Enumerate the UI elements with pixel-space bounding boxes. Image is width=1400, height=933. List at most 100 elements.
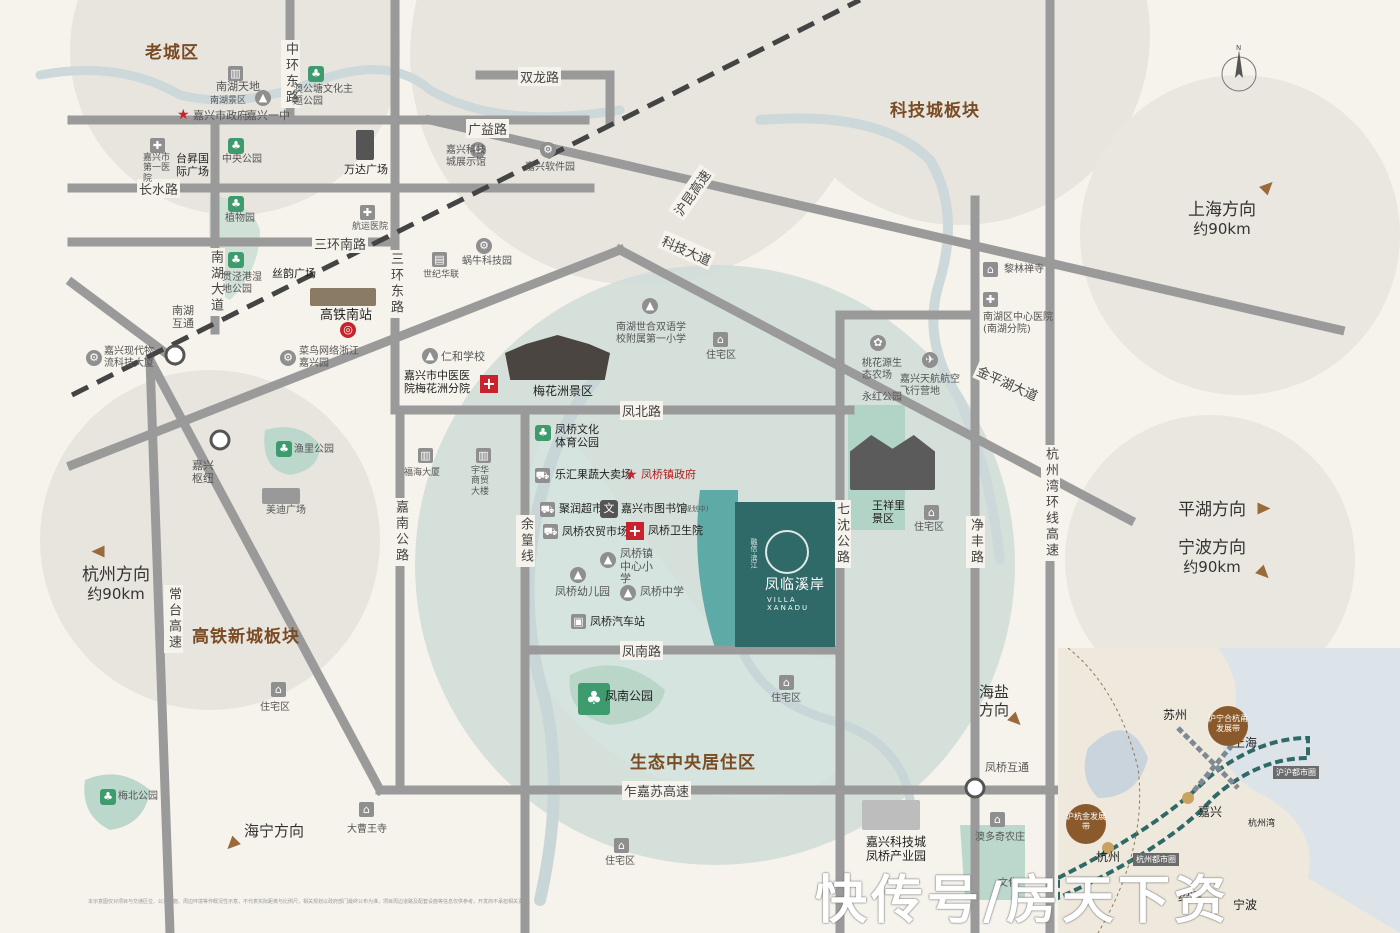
poi-library: 嘉兴市图书馆 bbox=[621, 502, 687, 515]
road-label-yuxin: 余篁线 bbox=[516, 515, 535, 567]
inset-city-shaoxing: 绍兴 bbox=[1178, 890, 1203, 904]
poi-nanhu-hospital: 南湖区中心医院(南湖分院) bbox=[983, 312, 1053, 335]
poi-jiaxing-gov: 嘉兴市政府 bbox=[193, 109, 248, 122]
building-icon: ▥ bbox=[418, 448, 433, 463]
project-brand: 融信·滨江 bbox=[750, 538, 759, 569]
inset-city-suzhou: 苏州 bbox=[1163, 708, 1188, 722]
poi-lehui-market: 乐汇果蔬大卖场 bbox=[555, 468, 632, 481]
poi-hangxiang: 航运医院 bbox=[352, 222, 389, 232]
river-2 bbox=[522, 374, 601, 906]
poi-shijihe-school: 南湖世合双语学校附属第一小学 bbox=[616, 322, 686, 345]
interchange-nanhu bbox=[164, 344, 186, 366]
road-label-changtai: 常台高速 bbox=[164, 585, 183, 653]
direction-haiyan: 海盐方向 bbox=[978, 683, 1009, 719]
poi-taohuayuan: 桃花源生态农场 bbox=[862, 358, 902, 381]
project-block[interactable]: 凤临溪岸 VILLA XANADU bbox=[735, 502, 835, 647]
poi-central-park: 中央公园 bbox=[222, 154, 262, 165]
house-icon: ⌂ bbox=[779, 675, 794, 690]
plane-icon: ✈ bbox=[922, 352, 938, 368]
poi-residential-3: 住宅区 bbox=[914, 522, 944, 533]
inset-city-hangzhou: 杭州 bbox=[1096, 850, 1121, 864]
road-label-hangzhou-bay: 杭州湾环线高速 bbox=[1041, 445, 1060, 561]
logistics-icon: ⚙ bbox=[86, 350, 102, 366]
poi-aogong: 澳公塘文化主题公园 bbox=[293, 84, 353, 107]
poi-nanhu-scenic: 南湖景区 bbox=[210, 96, 247, 106]
inset-band-2: 杭州都市圈 bbox=[1133, 853, 1179, 866]
road-label-zhonghuan-east: 中环东路 bbox=[281, 40, 300, 108]
poi-kjc-industry: 嘉兴科技城凤桥产业园 bbox=[866, 835, 927, 863]
halo-hsr bbox=[40, 370, 380, 710]
green-yuli bbox=[264, 427, 320, 475]
park-tree-icon: ♣ bbox=[100, 789, 116, 805]
school-icon: ▲ bbox=[255, 90, 271, 106]
poi-yonghong: 永红公园 bbox=[862, 392, 902, 403]
poi-jiaxing-hub: 嘉兴枢纽 bbox=[192, 459, 214, 485]
watermark-text: 快传号/房天下资 bbox=[815, 871, 1230, 931]
poi-nongmao: 凤桥农贸市场 bbox=[562, 525, 628, 538]
poi-century: 世纪华联 bbox=[423, 270, 460, 280]
project-name: 凤临溪岸 bbox=[765, 577, 825, 593]
road-label-jianan: 嘉南公路 bbox=[391, 498, 410, 566]
direction-ningbo: 宁波方向约90km bbox=[1178, 538, 1246, 577]
project-en-name: VILLA XANADU bbox=[767, 596, 810, 612]
park-tree-icon: ♣ bbox=[276, 441, 292, 457]
station-building-icon bbox=[310, 288, 376, 306]
hospital-cross-icon: ✚ bbox=[360, 205, 375, 220]
poi-jiaxing-aero: 嘉兴天航航空飞行营地 bbox=[900, 374, 960, 397]
house-icon: ⌂ bbox=[271, 682, 286, 697]
road-label-shuanglong: 双龙路 bbox=[518, 67, 562, 86]
poi-modern-logistics: 嘉兴现代物流科技大厦 bbox=[104, 346, 154, 369]
halo-shanghai bbox=[1080, 75, 1400, 395]
house-icon: ⌂ bbox=[713, 332, 728, 347]
arrow-hangzhou-icon bbox=[91, 545, 105, 558]
poi-jurun: 聚润超市 bbox=[559, 502, 603, 515]
inset-city-jiaxing: 嘉兴 bbox=[1198, 805, 1223, 819]
poi-taisheng: 台昇国际广场 bbox=[176, 152, 209, 178]
park-tree-icon: ♣ bbox=[308, 66, 324, 82]
bus-icon: ▣ bbox=[571, 614, 586, 629]
direction-hangzhou: 杭州方向约90km bbox=[82, 565, 150, 604]
inset-band-1: 沪沪都市圈 bbox=[1273, 766, 1319, 779]
road-label-fengnan: 凤南路 bbox=[620, 641, 664, 660]
water-body bbox=[697, 490, 738, 648]
road-label-nanhu-avenue: 南湖大道 bbox=[206, 248, 225, 316]
house-icon: ⌂ bbox=[990, 812, 1005, 827]
hospital-cross-icon: ✚ bbox=[150, 138, 165, 153]
poi-kjc-hall: 嘉兴科技城展示馆 bbox=[446, 145, 486, 168]
temple-icon: ⌂ bbox=[359, 802, 374, 817]
inset-city-ningbo: 宁波 bbox=[1233, 898, 1258, 912]
poi-software-park: 嘉兴软件园 bbox=[525, 162, 575, 173]
district-hsr-new-city: 高铁新城板块 bbox=[192, 627, 300, 647]
wanda-building-icon bbox=[356, 130, 374, 160]
road-label-guangyi: 广益路 bbox=[466, 119, 510, 138]
school-cap-icon: ▲ bbox=[422, 348, 438, 364]
poi-library-note: (规划中) bbox=[682, 505, 709, 513]
cart-icon: ⛟ bbox=[535, 468, 550, 483]
project-logo-icon bbox=[765, 530, 809, 574]
park-tree-icon: ♣ bbox=[228, 196, 244, 212]
poi-residential-5: 住宅区 bbox=[605, 856, 635, 867]
interchange-jiaxing bbox=[209, 429, 231, 451]
poi-fq-clinic: 凤桥卫生院 bbox=[648, 524, 703, 537]
farm-icon: ✿ bbox=[870, 335, 886, 351]
poi-residential-2: 住宅区 bbox=[260, 702, 290, 713]
road-label-sanhuan-south: 三环南路 bbox=[312, 234, 369, 253]
halo-ningbo bbox=[1065, 415, 1355, 705]
road-label-jingfeng: 净丰路 bbox=[966, 516, 985, 568]
poi-meidi: 美迪广场 bbox=[266, 505, 306, 516]
building-icon: ▥ bbox=[476, 448, 491, 463]
road-label-qishen: 七沈公路 bbox=[832, 500, 851, 568]
poi-jiaxing-no1: 嘉兴一中 bbox=[246, 109, 290, 122]
house-icon: ⌂ bbox=[924, 505, 939, 520]
poi-fuhai: 福海大厦 bbox=[404, 468, 441, 478]
svg-text:N: N bbox=[1236, 44, 1241, 52]
river-4 bbox=[735, 640, 915, 805]
poi-meihuazhou: 梅花洲景区 bbox=[533, 384, 594, 398]
disclaimer: 本示意图仅对项目与交通区位、公共设施、周边环境等作概况性示意，不代表实际距离与比… bbox=[88, 899, 534, 905]
poi-fq-primary: 凤桥镇中心小学 bbox=[620, 547, 653, 586]
inset-badge-development-2: 沪杭金发展带 bbox=[1066, 804, 1106, 844]
poi-residential-4: 住宅区 bbox=[771, 693, 801, 704]
market-icon: ⛟ bbox=[543, 524, 558, 539]
hospital-cross-icon: ✚ bbox=[983, 292, 998, 307]
halo-science-city-2 bbox=[770, 0, 1150, 225]
